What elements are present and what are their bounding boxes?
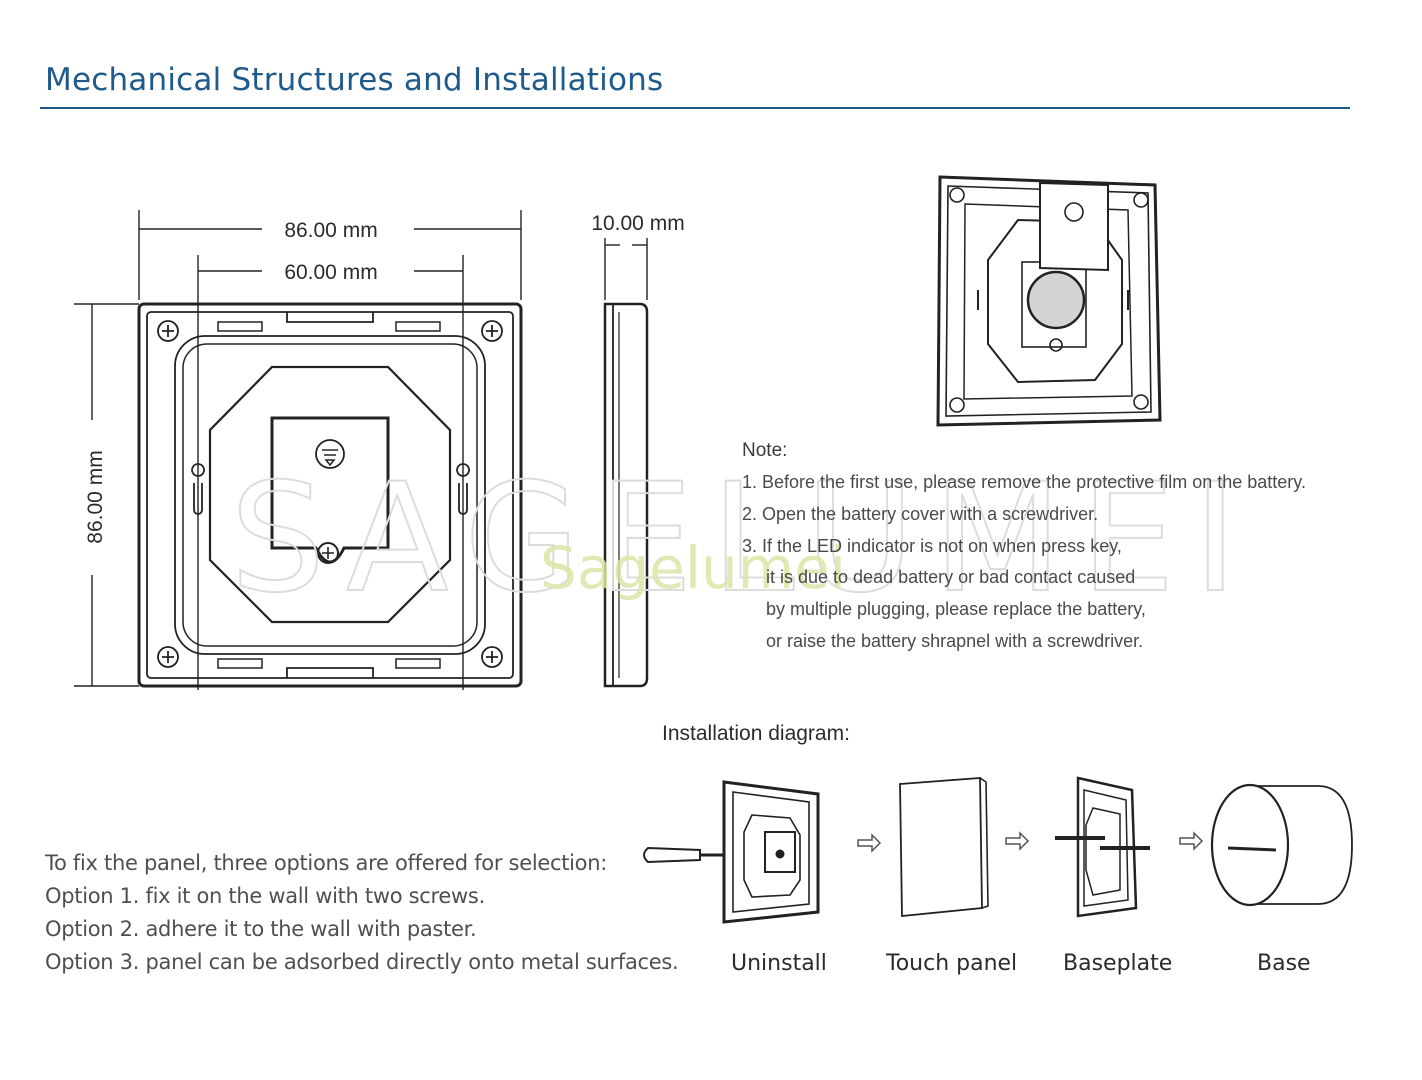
back-view-panel (936, 175, 1162, 427)
step-label-uninstall: Uninstall (731, 951, 827, 976)
fixing-intro: To fix the panel, three options are offe… (45, 851, 608, 875)
title-rule (40, 107, 1350, 109)
dim-height: 86.00 mm (84, 450, 107, 543)
dim-width-outer: 86.00 mm (284, 219, 377, 242)
fixing-option-1: Option 1. fix it on the wall with two sc… (45, 884, 485, 908)
note-title: Note: (742, 440, 788, 461)
base-box-illustration (1210, 783, 1353, 907)
arrow-3-icon (1179, 831, 1204, 851)
touch-panel-illustration (899, 777, 989, 917)
step-label-baseplate: Baseplate (1063, 951, 1173, 976)
note-item-3: 3. If the LED indicator is not on when p… (742, 536, 1122, 556)
step-label-base: Base (1257, 951, 1311, 976)
page-title: Mechanical Structures and Installations (45, 62, 664, 98)
note-item-3-line-2: it is due to dead battery or bad contact… (766, 567, 1136, 587)
note-item-3-line-3: by multiple plugging, please replace the… (766, 599, 1146, 619)
note-item-3-line-4: or raise the battery shrapnel with a scr… (766, 631, 1144, 651)
arrow-2-icon (1005, 831, 1030, 851)
note-item-2: 2. Open the battery cover with a screwdr… (742, 504, 1099, 524)
note-item-1: 1. Before the first use, please remove t… (742, 472, 1306, 492)
step-label-touch-panel: Touch panel (886, 951, 1018, 976)
baseplate-illustration (1055, 776, 1150, 918)
side-view-panel (603, 238, 649, 688)
fixing-option-2: Option 2. adhere it to the wall with pas… (45, 917, 477, 941)
watermark-small: Sagelumei (540, 534, 846, 602)
front-view-panel (74, 210, 523, 690)
watermark-big: SAGELUMEI (230, 452, 1255, 626)
installation-title: Installation diagram: (662, 722, 850, 745)
arrow-1-icon (857, 833, 882, 853)
fixing-option-3: Option 3. panel can be adsorbed directly… (45, 950, 679, 974)
dim-thickness: 10.00 mm (591, 212, 684, 235)
dim-width-inner: 60.00 mm (284, 261, 377, 284)
uninstall-illustration (643, 780, 820, 924)
